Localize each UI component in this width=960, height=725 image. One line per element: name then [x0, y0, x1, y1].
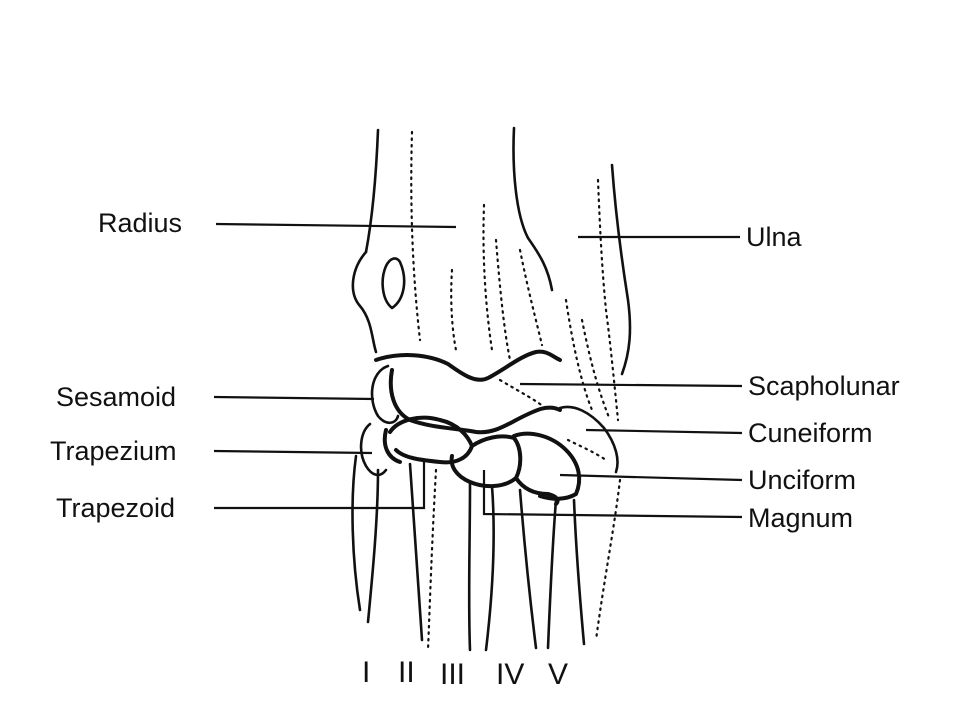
metacarpals	[351, 454, 622, 652]
scapholunar-bone	[388, 368, 562, 435]
ulna-bone	[564, 163, 632, 422]
digit-numerals: I II III IV V	[362, 656, 568, 691]
leader-trapezoid	[214, 460, 426, 510]
bone-drawing	[351, 126, 632, 652]
label-trapezium: Trapezium	[50, 436, 177, 466]
radius-bone	[351, 126, 562, 382]
label-magnum: Magnum	[748, 503, 853, 533]
leader-magnum	[482, 470, 743, 519]
leader-radius	[215, 222, 457, 229]
digit-label-5: V	[548, 658, 568, 691]
label-unciform: Unciform	[748, 465, 856, 495]
label-radius: Radius	[98, 208, 182, 238]
trapezium-bone	[359, 422, 402, 477]
labels: Radius Ulna Sesamoid Scapholunar Trapezi…	[50, 208, 900, 533]
leader-cuneiform	[585, 428, 743, 435]
digit-label-2: II	[398, 656, 415, 689]
leader-sesamoid	[213, 395, 375, 401]
cuneiform-bone	[558, 405, 619, 474]
digit-label-1: I	[362, 656, 370, 689]
label-scapholunar: Scapholunar	[748, 371, 900, 401]
label-cuneiform: Cuneiform	[748, 418, 873, 448]
digit-label-3: III	[440, 658, 465, 691]
unciform-bone	[512, 431, 582, 506]
leader-unciform	[559, 473, 743, 482]
sesamoid-bone	[370, 364, 400, 425]
magnum-bone	[449, 434, 523, 489]
leader-scapholunar	[519, 382, 743, 388]
leader-lines	[213, 222, 743, 519]
leader-trapezium	[213, 449, 373, 455]
label-sesamoid: Sesamoid	[56, 382, 176, 412]
label-ulna: Ulna	[746, 222, 803, 252]
label-trapezoid: Trapezoid	[56, 493, 175, 523]
digit-label-4: IV	[496, 658, 524, 691]
